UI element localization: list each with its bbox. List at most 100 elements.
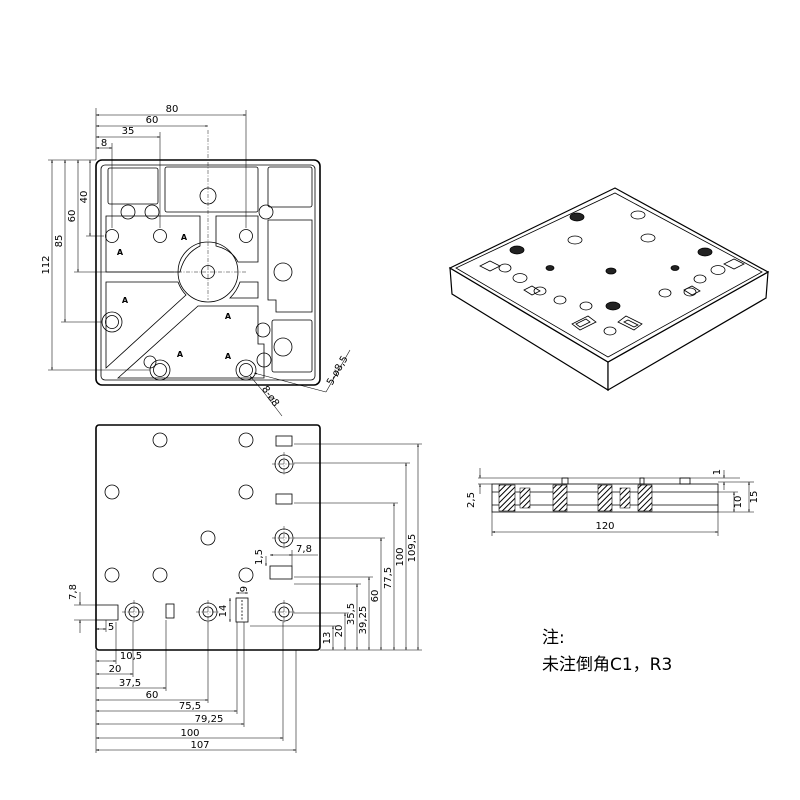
edge-notch bbox=[96, 604, 119, 621]
section-mark: A bbox=[225, 312, 232, 321]
dimension-label: 7,8 bbox=[68, 584, 79, 600]
section-mark: A bbox=[117, 248, 124, 257]
boss-hole bbox=[143, 355, 157, 369]
hole bbox=[104, 567, 120, 583]
note-heading: 注: bbox=[542, 628, 565, 648]
boss-hole bbox=[120, 204, 136, 220]
pocket bbox=[267, 219, 313, 313]
dimension-label: 13 bbox=[322, 632, 333, 645]
hole bbox=[640, 233, 656, 243]
dimension-label: 37,5 bbox=[119, 678, 141, 689]
section-hatch bbox=[637, 484, 653, 512]
dimension-label: 39,25 bbox=[358, 606, 369, 635]
countersunk-hole bbox=[122, 600, 146, 624]
dimension-label: 1 bbox=[712, 469, 723, 475]
pocket bbox=[271, 319, 313, 373]
boss-hole bbox=[144, 204, 160, 220]
hole bbox=[498, 263, 512, 273]
hole bbox=[670, 265, 680, 271]
dimension-label: 107 bbox=[190, 740, 209, 751]
hole bbox=[153, 363, 167, 377]
dimension-label: 7,8 bbox=[296, 544, 312, 555]
hole bbox=[152, 432, 168, 448]
section-mark: A bbox=[177, 350, 184, 359]
slot bbox=[723, 258, 745, 270]
pocket bbox=[105, 281, 187, 369]
slot bbox=[479, 260, 501, 272]
dimension-label: 10,5 bbox=[120, 651, 142, 662]
dimension-label: 10 bbox=[733, 496, 744, 509]
hole bbox=[569, 212, 585, 222]
hole bbox=[105, 315, 119, 329]
dimension-label: 60 bbox=[370, 590, 381, 603]
hole bbox=[553, 295, 567, 305]
dimension-label: 35,5 bbox=[346, 603, 357, 625]
countersunk-hole bbox=[272, 600, 296, 624]
dimension-label: 60 bbox=[146, 115, 159, 126]
dimension-label: 109,5 bbox=[407, 534, 418, 563]
boss-hole bbox=[273, 262, 293, 282]
section-hatch bbox=[597, 484, 613, 512]
hole bbox=[533, 286, 547, 296]
pocket bbox=[164, 166, 259, 213]
countersunk-hole bbox=[272, 452, 296, 476]
hole bbox=[605, 267, 617, 275]
isometric-view bbox=[448, 187, 770, 392]
section-hatch bbox=[619, 487, 631, 509]
countersunk-hole bbox=[196, 600, 220, 624]
hole bbox=[605, 301, 621, 311]
chamfer-line bbox=[455, 192, 763, 358]
pocket bbox=[107, 167, 159, 205]
hole bbox=[201, 265, 215, 279]
pocket bbox=[229, 281, 259, 299]
leader-line bbox=[325, 349, 351, 393]
hole bbox=[697, 247, 713, 257]
dimension-label: 100 bbox=[395, 547, 406, 566]
drawing-note: 注: 未注倒角C1，R3 bbox=[542, 628, 672, 675]
slot bbox=[571, 315, 597, 331]
slot bbox=[269, 565, 293, 580]
dimension-label: 5 bbox=[108, 622, 114, 633]
boss-hole bbox=[255, 322, 271, 338]
dimension-label: 79,25 bbox=[195, 714, 224, 725]
hole bbox=[152, 567, 168, 583]
hole bbox=[238, 484, 254, 500]
dimension-label: 80 bbox=[166, 104, 179, 115]
section-hatch bbox=[552, 484, 568, 512]
dimension-label: 8 bbox=[101, 138, 107, 149]
slot bbox=[683, 285, 701, 296]
hole bbox=[545, 265, 555, 271]
hole bbox=[658, 288, 672, 298]
dimension-label: 120 bbox=[595, 521, 614, 532]
hole bbox=[693, 274, 707, 284]
hole bbox=[710, 265, 726, 275]
slot bbox=[617, 315, 643, 331]
boss-hole bbox=[273, 337, 293, 357]
dimension-label: 85 bbox=[54, 235, 65, 248]
dimension-label: 77,5 bbox=[383, 567, 394, 589]
dimension-label: 20 bbox=[109, 664, 122, 675]
section-mark: A bbox=[181, 233, 188, 242]
dimension-label: 20 bbox=[334, 625, 345, 638]
side-view: 2,5 1 10 15 120 bbox=[466, 468, 760, 536]
hole bbox=[579, 301, 593, 311]
dimension-label: 9 bbox=[239, 586, 250, 592]
hole bbox=[104, 484, 120, 500]
dimension-label: 40 bbox=[79, 191, 90, 204]
hole bbox=[153, 229, 167, 243]
hole bbox=[512, 273, 528, 283]
countersunk-hole bbox=[272, 526, 296, 550]
dimension-label: 112 bbox=[41, 255, 52, 274]
hole bbox=[105, 229, 119, 243]
dimension-label: 14 bbox=[218, 605, 229, 618]
hole bbox=[567, 235, 583, 245]
section-mark: A bbox=[225, 352, 232, 361]
hole bbox=[630, 210, 646, 220]
counterbore bbox=[235, 359, 257, 381]
hole bbox=[683, 287, 697, 297]
hole bbox=[238, 567, 254, 583]
bottom-view: 7,8 5 1,5 7,8 14 9 10,5 20 37,5 bbox=[68, 424, 422, 753]
dimension-label: 1,5 bbox=[254, 549, 265, 565]
